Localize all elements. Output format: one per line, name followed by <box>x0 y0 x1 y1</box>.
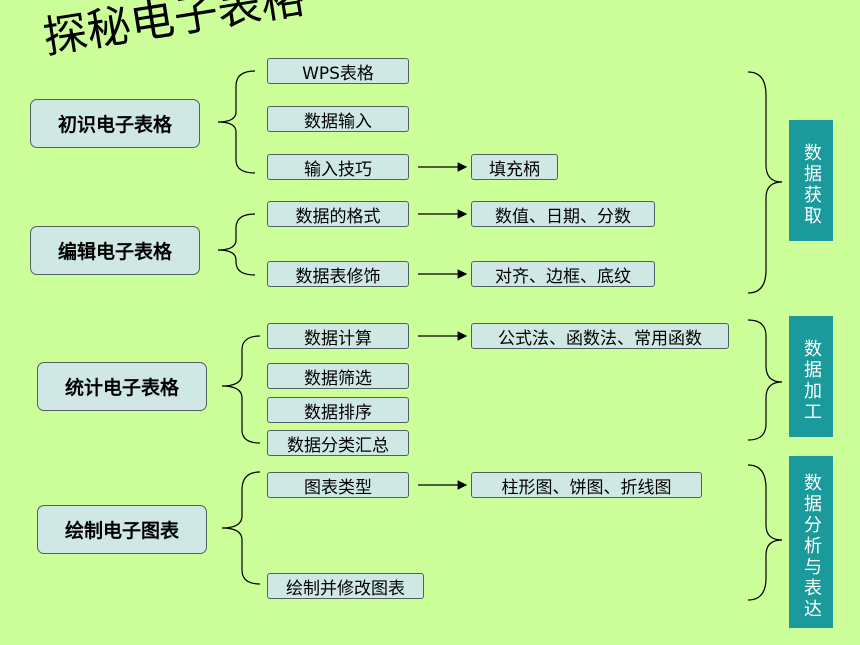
brace-right-2 <box>747 319 783 441</box>
target-box: 公式法、函数法、常用函数 <box>471 323 729 349</box>
target-box: 数值、日期、分数 <box>471 201 655 227</box>
brace-group-4 <box>221 471 261 585</box>
category-box-1: 初识电子表格 <box>30 99 200 148</box>
category-box-4: 绘制电子图表 <box>37 505 207 554</box>
side-label-process: 数据加工 <box>789 316 833 437</box>
brace-group-1 <box>217 70 256 174</box>
category-box-2: 编辑电子表格 <box>30 226 200 275</box>
brace-group-3 <box>221 335 261 444</box>
target-box: 填充柄 <box>471 154 558 180</box>
target-box: 对齐、边框、底纹 <box>471 261 655 287</box>
item-box: 数据的格式 <box>267 201 409 227</box>
side-label-acquire: 数据获取 <box>789 120 833 241</box>
brace-group-2 <box>217 213 256 276</box>
category-box-3: 统计电子表格 <box>37 362 207 411</box>
target-box: 柱形图、饼图、折线图 <box>471 472 702 498</box>
item-box: 绘制并修改图表 <box>267 573 424 599</box>
brace-right-3 <box>747 464 783 601</box>
item-box: 数据计算 <box>267 323 409 349</box>
side-label-analyze: 数据分析与表达 <box>789 456 833 628</box>
item-box: 数据筛选 <box>267 363 409 389</box>
item-box: 数据排序 <box>267 397 409 423</box>
item-box: 图表类型 <box>267 472 409 498</box>
item-box: 数据表修饰 <box>267 261 409 287</box>
item-box: 输入技巧 <box>267 154 409 180</box>
brace-right-1 <box>747 71 783 294</box>
item-box: 数据输入 <box>267 106 409 132</box>
item-box: 数据分类汇总 <box>267 430 409 456</box>
item-box: WPS表格 <box>267 58 409 84</box>
